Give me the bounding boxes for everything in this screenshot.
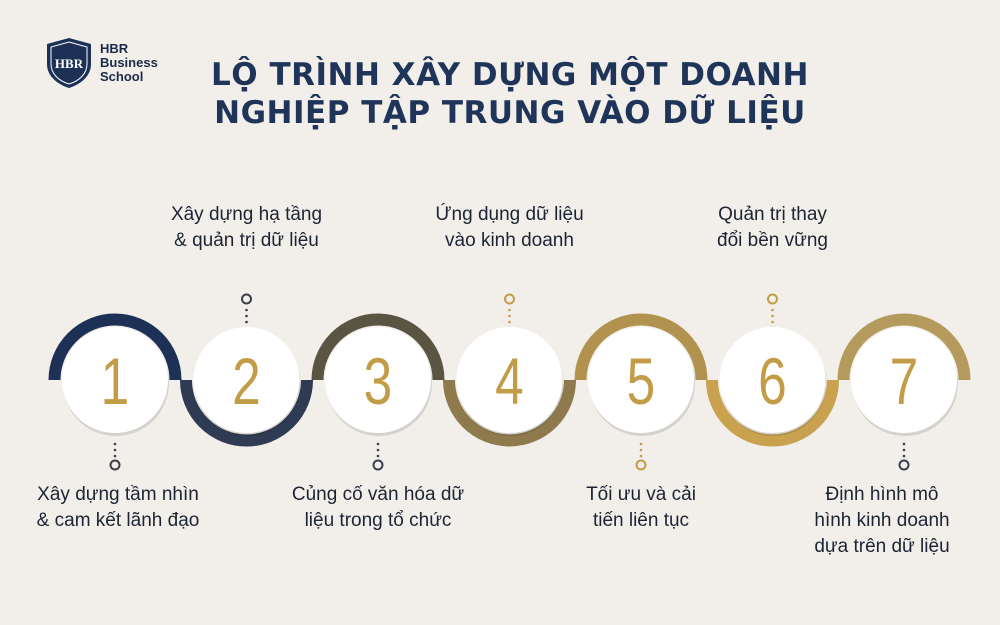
connector-dot — [113, 448, 117, 452]
step-label-6: Quản trị thay đổi bền vững — [663, 202, 883, 254]
step-circle — [588, 327, 694, 433]
connector-dot — [245, 320, 248, 324]
step-label-line: & quản trị dữ liệu — [174, 230, 319, 251]
step-circle — [851, 327, 957, 433]
step-ring-arc — [48, 313, 182, 381]
connector-dot — [771, 308, 774, 312]
title-line-2: NGHIỆP TẬP TRUNG VÀO DỮ LIỆU — [214, 95, 806, 131]
connector-dot — [639, 454, 643, 458]
connector-ring — [898, 459, 910, 471]
step-label-7: Định hình mô hình kinh doanh dựa trên dữ l… — [772, 482, 992, 560]
connector-dot — [508, 314, 511, 318]
connector-dot — [376, 442, 380, 446]
connector-ring — [372, 459, 384, 471]
connector-dot — [639, 442, 643, 446]
step-label-line: tiến liên tục — [592, 510, 690, 531]
step-ring-arc — [706, 379, 839, 447]
connector-dot — [902, 442, 906, 446]
page-title: LỘ TRÌNH XÂY DỰNG MỘT DOANH NGHIỆP TẬP T… — [150, 56, 870, 132]
step-label-line: Củng cố văn hóa dữ — [291, 484, 465, 505]
connector-dot — [902, 448, 906, 452]
hbr-logo: HBR HBR Business School — [44, 36, 174, 92]
connector-dot — [508, 308, 511, 312]
step-ring-arc — [443, 379, 576, 447]
logo-monogram: HBR — [55, 56, 84, 71]
step-ring-arc — [311, 313, 445, 381]
step-number: 7 — [890, 344, 919, 419]
step-number: 5 — [627, 344, 656, 419]
step-label-3: Củng cố văn hóa dữ liệu trong tổ chức — [268, 482, 488, 534]
step-number: 1 — [101, 344, 130, 419]
step-label-line: Định hình mô — [825, 484, 939, 505]
connector-ring — [767, 293, 778, 305]
brand-name: HBR Business School — [100, 41, 158, 84]
connector-dot — [113, 442, 117, 446]
step-1: 1 — [48, 313, 182, 471]
connector-dot — [245, 314, 248, 318]
step-label-2: Xây dựng hạ tầng & quản trị dữ liệu — [137, 202, 357, 254]
step-circle — [325, 327, 431, 433]
step-number: 6 — [758, 344, 787, 419]
connector-dot — [508, 320, 511, 324]
step-number: 3 — [364, 344, 393, 419]
connector-dot — [771, 314, 774, 318]
connector-ring — [504, 293, 515, 305]
step-label-line: dựa trên dữ liệu — [814, 536, 950, 557]
connector-dot — [771, 320, 774, 324]
step-label-line: Xây dựng hạ tầng — [170, 204, 323, 225]
step-label-line: Xây dựng tầm nhìn — [37, 484, 199, 505]
step-label-line: vào kinh doanh — [445, 230, 574, 251]
step-number: 4 — [495, 344, 524, 419]
step-6: 6 — [706, 293, 839, 447]
step-label-line: liệu trong tổ chức — [304, 510, 452, 531]
connector-dot — [902, 454, 906, 458]
step-2: 2 — [180, 293, 313, 447]
step-circle — [62, 327, 168, 433]
step-7: 7 — [837, 313, 971, 471]
step-label-4: Ứng dụng dữ liệu vào kinh doanh — [400, 202, 620, 254]
connector-dot — [376, 448, 380, 452]
step-label-line: Ứng dụng dữ liệu — [435, 204, 584, 225]
connector-ring — [241, 293, 252, 305]
step-label-line: hình kinh doanh — [814, 510, 950, 531]
step-circle — [456, 327, 563, 433]
step-4: 4 — [443, 293, 576, 447]
connector-dot — [113, 454, 117, 458]
step-ring-arc — [574, 313, 708, 381]
connector-dot — [639, 448, 643, 452]
connector-ring — [635, 459, 647, 471]
step-ring-arc — [837, 313, 971, 381]
connector-dot — [245, 308, 248, 312]
step-label-line: & cam kết lãnh đạo — [36, 510, 200, 531]
step-ring-arc — [180, 379, 313, 447]
step-3: 3 — [311, 313, 445, 471]
connector-ring — [109, 459, 121, 471]
step-label-5: Tối ưu và cải tiến liên tục — [531, 482, 751, 534]
step-label-1: Xây dựng tầm nhìn & cam kết lãnh đạo — [8, 482, 228, 534]
step-circle — [719, 327, 826, 433]
step-label-line: Quản trị thay — [718, 204, 827, 225]
connector-dot — [376, 454, 380, 458]
step-number: 2 — [232, 344, 261, 419]
step-label-line: Tối ưu và cải — [586, 484, 696, 505]
step-5: 5 — [574, 313, 708, 471]
shield-icon: HBR — [47, 38, 91, 88]
step-circle — [193, 327, 300, 433]
title-line-1: LỘ TRÌNH XÂY DỰNG MỘT DOANH — [211, 57, 809, 93]
step-label-line: đổi bền vững — [717, 230, 828, 251]
